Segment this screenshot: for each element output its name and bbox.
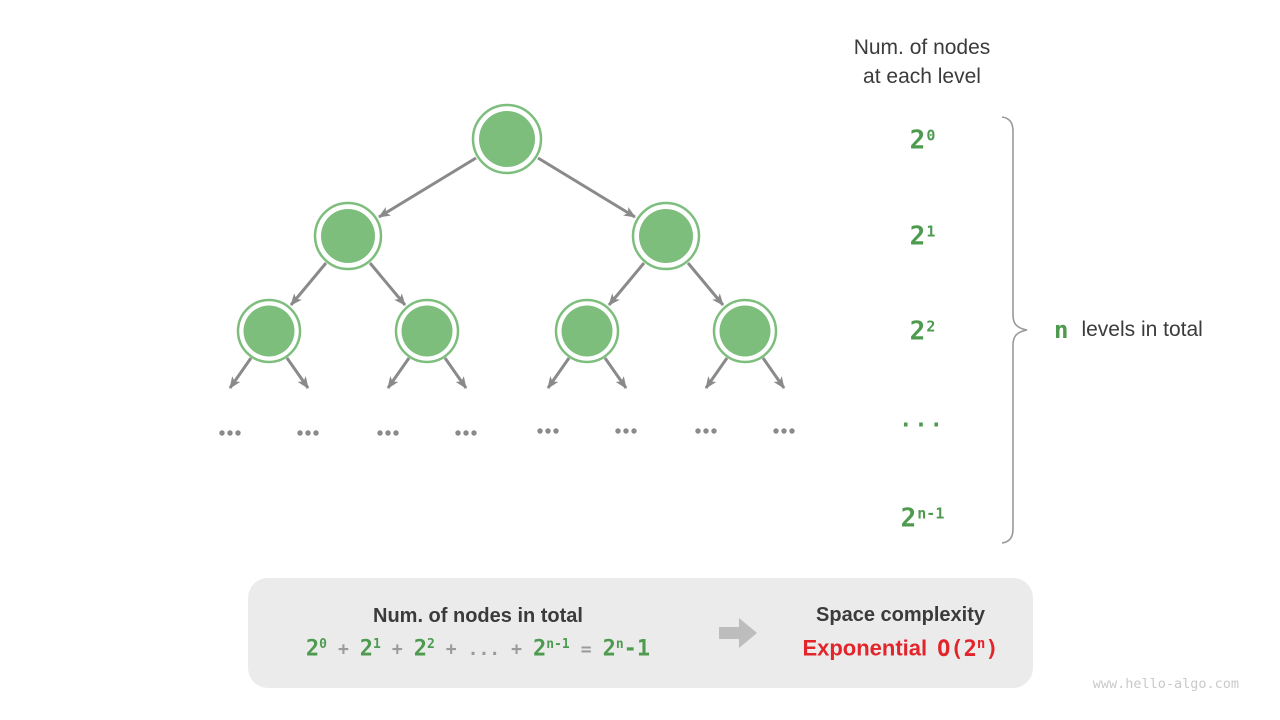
edge-leaf [761,357,786,389]
brace-annotation: n levels in total [1054,316,1203,344]
summary-box: Num. of nodes in total 20 + 21 + 22 + ..… [248,578,1033,688]
formula-operator: + [511,639,522,661]
tree-node [554,298,620,364]
edge-leaf [386,357,411,389]
formula-term: 2n-1 [532,636,570,662]
level-label-0: 20 [909,125,936,156]
formula-equals: = [580,639,592,661]
level-label-sup: n-1 [917,504,945,523]
watermark: www.hello-algo.com [1092,676,1239,692]
formula-operator: + [337,639,349,661]
ellipsis-group [377,430,399,436]
level-label-base: 2 [900,503,917,534]
ellipsis-group [695,428,717,434]
level-label-sup: 2 [926,317,936,336]
edge-leaf [443,357,468,389]
tree-node [712,298,778,364]
edge-leaf [546,357,571,389]
big-o-notation: O(2n) [937,636,999,662]
levels-count-symbol: n [1054,316,1069,344]
edge-leaf [603,357,628,389]
tree-nodes [236,103,778,364]
tree-node [313,201,383,271]
ellipsis-group [297,430,319,436]
level-label-2: 22 [909,316,936,347]
level-label-base: ... [899,407,945,433]
ellipsis-dots [219,428,795,436]
edge-l2-left-b [368,262,407,306]
level-label-base: 2 [909,125,926,156]
levels-count-text: levels in total [1081,318,1203,341]
curly-brace [1001,116,1028,544]
flow-arrow [708,617,768,649]
column-header-line1: Num. of nodes [853,36,991,59]
edge-l2-right-b [686,262,725,306]
tree-node [236,298,302,364]
complexity-value: Exponential O(2n) [768,635,1033,662]
level-label-sup: 0 [926,126,936,145]
edge-l2-right-a [607,262,646,306]
right-arrow-icon [719,618,757,648]
total-nodes-title: Num. of nodes in total [373,604,583,627]
tree-node [394,298,460,364]
ellipsis-group [219,430,241,436]
level-label-last: 2n-1 [900,503,945,534]
formula-operator: + [391,639,403,661]
tree-node-root [471,103,543,175]
level-label-base: 2 [909,221,926,252]
edge-root-right [537,156,636,219]
ellipsis-group [455,430,477,436]
ellipsis-group [537,428,559,434]
space-complexity-title: Space complexity [816,604,985,627]
ellipsis-group [615,428,637,434]
column-header-line2: at each level [863,65,981,88]
edge-leaf [704,357,729,389]
edge-root-left [378,156,477,219]
edge-l2-left-a [289,262,328,306]
space-complexity-section: Space complexity Exponential O(2n) [768,604,1033,661]
edge-leaf [285,357,310,389]
column-header: Num. of nodes at each level [854,33,991,91]
formula-result: 2n-1 [602,636,651,662]
formula-term: 22 [413,636,435,662]
ellipsis-group [773,428,795,434]
tree-edges [228,156,786,389]
complexity-word: Exponential [802,635,928,661]
total-nodes-section: Num. of nodes in total 20 + 21 + 22 + ..… [248,605,708,661]
formula-term: 21 [359,636,381,662]
level-label-sup: 1 [926,222,936,241]
nodes-total-formula: 20 + 21 + 22 + ... + 2n-1 = 2n-1 [248,636,708,661]
level-label-ellipsis: ... [899,408,945,433]
tree-node [631,201,701,271]
formula-ellipsis: ... [467,639,501,661]
formula-operator: + [445,639,457,661]
edge-leaf [228,357,253,389]
formula-term: 20 [305,636,327,662]
level-label-1: 21 [909,221,936,252]
level-label-base: 2 [909,316,926,347]
